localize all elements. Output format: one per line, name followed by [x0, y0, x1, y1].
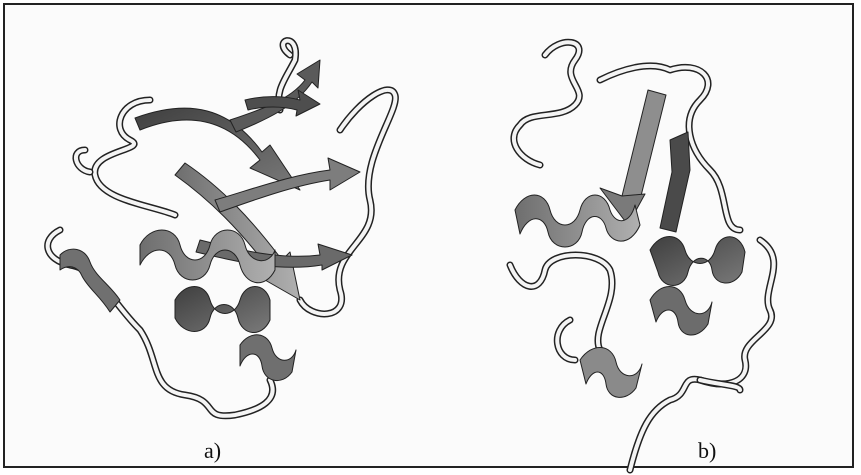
- alpha-helices-b: [515, 195, 745, 397]
- protein-structure-b: [510, 42, 774, 470]
- protein-structure-a: [48, 41, 396, 416]
- panel-a-label: a): [204, 438, 221, 464]
- coil-loops-a: [48, 41, 396, 416]
- panel-b-label: b): [698, 438, 716, 464]
- beta-strands-b: [600, 90, 690, 232]
